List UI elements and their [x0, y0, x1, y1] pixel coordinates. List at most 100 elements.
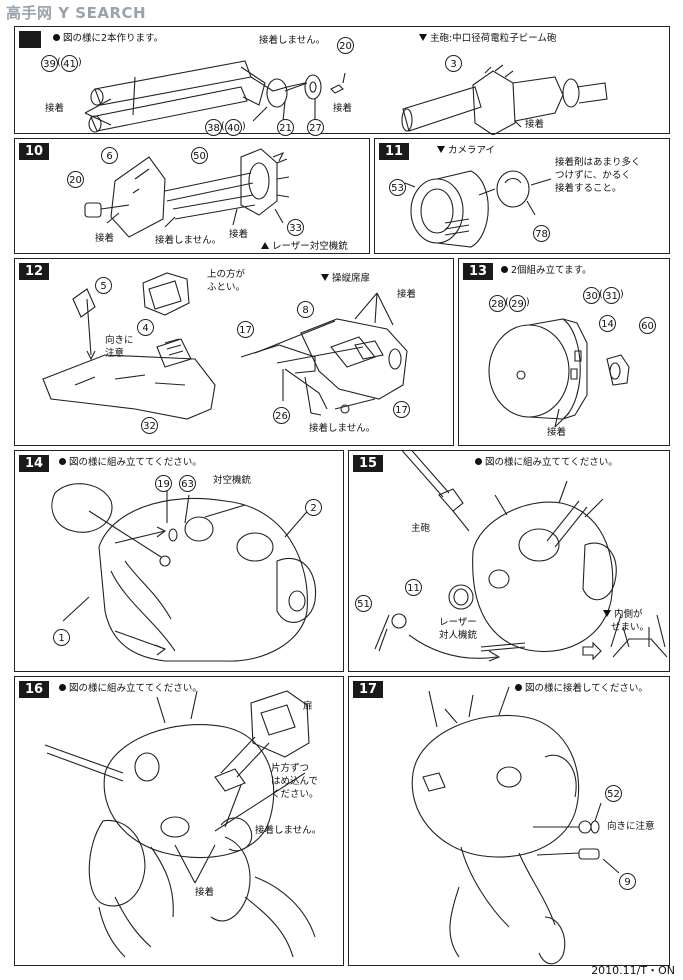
- triangle-down-icon: [603, 610, 611, 617]
- part-63: 63: [179, 475, 196, 492]
- step-16-label-no-glue: 接着しません。: [255, 825, 322, 836]
- panel-step-14: 14 図の様に組み立ててください。 19 63 対空機銃 2: [14, 450, 344, 672]
- panel-step-13: 13 2個組み立てます。 28 ( 29 ) 30 ( 31 ) 14 60 接…: [458, 258, 670, 446]
- step-12-note-dir-1: 向きに: [105, 335, 134, 346]
- step-number-14: 14: [19, 455, 50, 472]
- paren-close: ): [526, 297, 530, 308]
- paren-close: ): [620, 289, 624, 300]
- step-12-label-glue: 接着: [397, 289, 417, 300]
- step-number-13: 13: [463, 263, 494, 280]
- step-15-label-main: 主砲: [411, 523, 431, 534]
- step-15-label-inner-1: 内側が: [603, 609, 643, 621]
- bullet-icon: [59, 458, 66, 465]
- triangle-up-icon: [261, 242, 269, 249]
- step-12-note-top-2: ふとい。: [207, 282, 246, 293]
- panel-step-12: 12 5 4 32: [14, 258, 454, 446]
- part-3: 3: [445, 55, 462, 72]
- step-12-label-no-glue: 接着しません。: [309, 423, 376, 434]
- step-14-instruction: 図の様に組み立ててください。: [59, 457, 202, 469]
- part-41: 41: [61, 55, 78, 72]
- step-15-instruction: 図の様に組み立ててください。: [475, 457, 618, 469]
- part-32: 32: [141, 417, 158, 434]
- panel-step-10: 10 6 50 20 33 接着 接着しません。 接着 レーザー: [14, 138, 370, 254]
- part-53: 53: [389, 179, 406, 196]
- step-15-label-laser-2: 対人機銃: [439, 630, 478, 641]
- step-number-15: 15: [353, 455, 384, 472]
- step-9-subtitle: 主砲:中口径荷電粒子ビーム砲: [419, 33, 556, 45]
- step-15-label-laser-1: レーザー: [439, 617, 477, 628]
- panel-step-11: 11 カメラアイ 53 78 接着剤はあまり多く つけずに、かるく 接着すること…: [374, 138, 670, 254]
- part-39: 39: [41, 55, 58, 72]
- part-26: 26: [273, 407, 290, 424]
- step-15-label-inner-2: せまい。: [611, 622, 650, 633]
- paren-open: (: [505, 297, 509, 308]
- step-16-illustration: [44, 690, 316, 958]
- bullet-icon: [515, 684, 522, 691]
- step-9-label-glue-b: 接着: [333, 103, 353, 114]
- part-14: 14: [599, 315, 616, 332]
- page-footer: 2010.11/T・ON: [591, 964, 675, 977]
- step-12-subtitle: 操縦席扉: [321, 273, 370, 285]
- part-20: 20: [67, 171, 84, 188]
- part-17: 17: [237, 321, 254, 338]
- step-12-illustration: [42, 272, 408, 420]
- step-16-note-1: 片方ずつ: [271, 763, 310, 774]
- step-number-16: 16: [19, 681, 50, 698]
- part-38: 38: [205, 119, 222, 136]
- part-6: 6: [101, 147, 118, 164]
- step-17-note-dir: 向きに注意: [607, 821, 655, 832]
- step-12-note-dir-2: 注意: [105, 348, 125, 359]
- part-52: 52: [605, 785, 622, 802]
- triangle-down-icon: [437, 146, 445, 153]
- step-number-10: 10: [19, 143, 50, 160]
- step-10-label-glue-b: 接着: [229, 229, 249, 240]
- part-28: 28: [489, 295, 506, 312]
- paren-open: (: [599, 289, 603, 300]
- step-number-12: 12: [19, 263, 50, 280]
- step-16-label-glue: 接着: [195, 887, 215, 898]
- step-14-illustration: [51, 483, 317, 662]
- bullet-icon: [59, 684, 66, 691]
- step-10-illustration: [84, 148, 290, 238]
- step-13-instruction: 2個組み立てます。: [501, 265, 592, 277]
- part-31: 31: [603, 287, 620, 304]
- part-4: 4: [137, 319, 154, 336]
- part-29: 29: [509, 295, 526, 312]
- part-30: 30: [583, 287, 600, 304]
- step-17-illustration: [411, 686, 620, 965]
- watermark: 高手网 Y SEARCH: [6, 4, 147, 22]
- part-78: 78: [533, 225, 550, 242]
- step-11-note-2: つけずに、かるく: [555, 170, 631, 181]
- step-16-note-2: はめ込んで: [271, 776, 319, 787]
- part-21: 21: [277, 119, 294, 136]
- step-16-instruction: 図の様に組み立ててください。: [59, 683, 202, 695]
- step-9-label-no-glue: 接着しません。: [259, 35, 326, 46]
- step-15-illustration: [374, 451, 668, 662]
- step-16-label-door: 扉: [303, 701, 313, 712]
- panel-step-15: 15 図の様に組み立ててください。: [348, 450, 670, 672]
- part-17-b: 17: [393, 401, 410, 418]
- part-27: 27: [307, 119, 324, 136]
- paren-open: (: [57, 57, 61, 68]
- paren-open: (: [221, 121, 225, 132]
- part-51: 51: [355, 595, 372, 612]
- part-33: 33: [287, 219, 304, 236]
- panel-step-17: 17 図の様に接着してください。 52 向きに注意 9: [348, 676, 670, 966]
- bullet-icon: [53, 34, 60, 41]
- step-10-subtitle: レーザー対空機銃: [261, 241, 348, 253]
- step-13-illustration: [488, 318, 630, 428]
- step-13-label-glue: 接着: [547, 427, 567, 438]
- part-2: 2: [305, 499, 322, 516]
- step-9-label-glue-c: 接着: [525, 119, 545, 130]
- part-1: 1: [53, 629, 70, 646]
- part-50: 50: [191, 147, 208, 164]
- bullet-icon: [475, 458, 482, 465]
- part-60: 60: [639, 317, 656, 334]
- part-11: 11: [405, 579, 422, 596]
- step-14-label-aa: 対空機銃: [213, 475, 252, 486]
- part-19: 19: [155, 475, 172, 492]
- step-number-17: 17: [353, 681, 384, 698]
- part-5: 5: [95, 277, 112, 294]
- panel-step-16: 16 図の様に組み立ててください。: [14, 676, 344, 966]
